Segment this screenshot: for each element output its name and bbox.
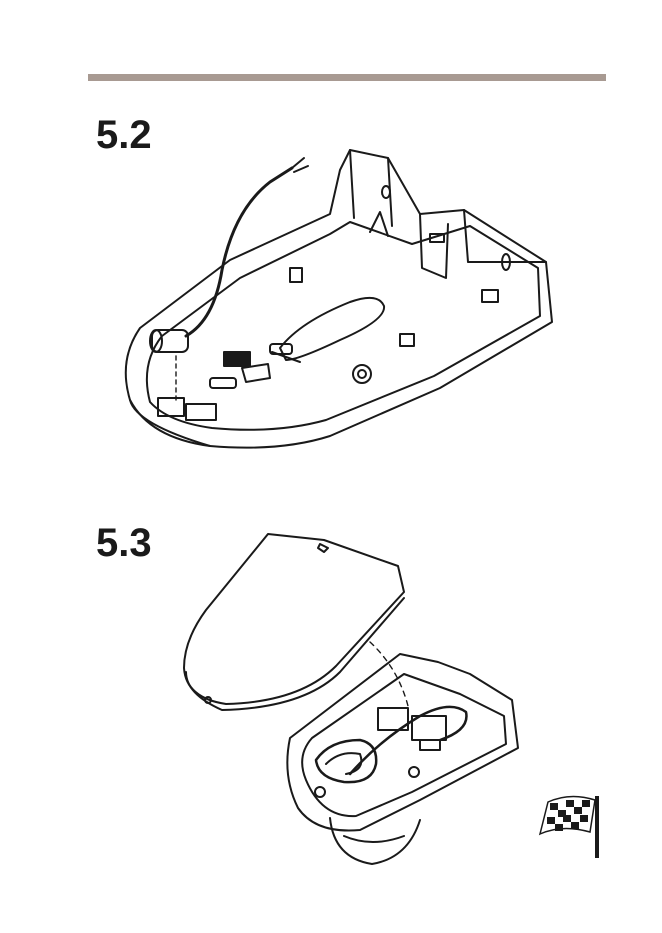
- mounting-base-illustration: [126, 150, 552, 448]
- checkered-flag-icon: [540, 796, 597, 858]
- cover-attach-illustration: [184, 534, 518, 864]
